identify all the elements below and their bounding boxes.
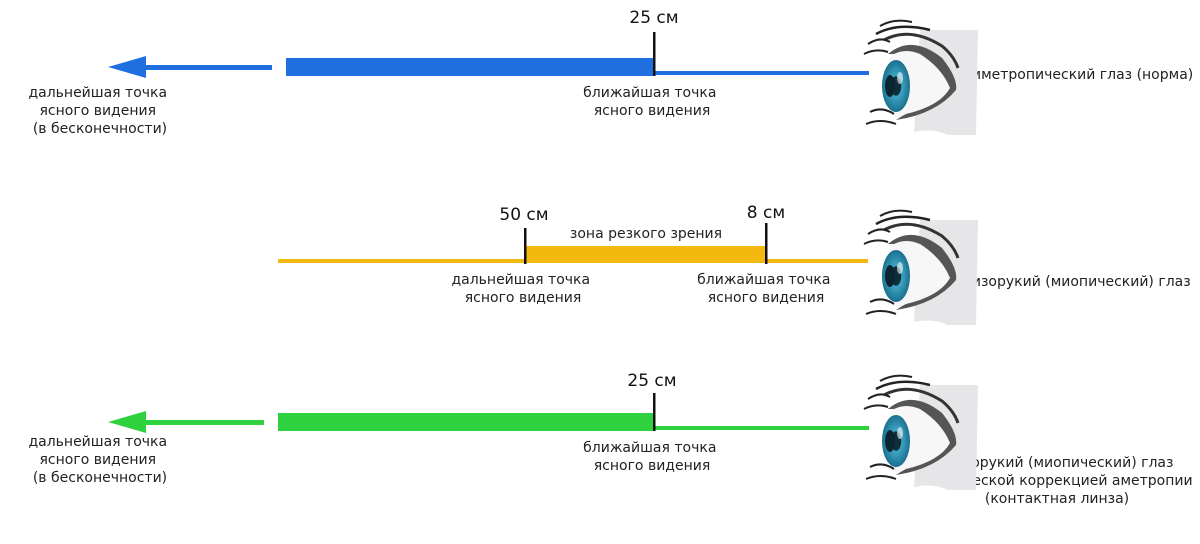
far-distance-label: 50 см [499,205,548,225]
far-point-label: дальнейшая точка ясного видения [451,272,594,306]
zone-label: зона резкого зрения [570,226,722,242]
far-point-label: дальнейшая точка ясного видения (в беско… [28,85,171,137]
row-corrected: 25 см ближайшая точка ясного видения дал… [28,371,1197,507]
thin-line [654,71,869,75]
near-distance-label: 8 см [747,203,785,223]
thick-bar [278,413,654,431]
row-emmetropic: 25 см ближайшая точка ясного видения дал… [28,8,1193,137]
tick-25cm [653,393,656,431]
thin-line-left [278,259,526,263]
eye-icon [863,19,978,135]
thick-bar [286,58,654,76]
tick-25cm [653,32,656,76]
eye-type-label: Эмметропический глаз (норма) [961,67,1194,83]
distance-label: 25 см [627,371,676,391]
arrow-left-icon [108,56,146,78]
near-point-label: ближайшая точка ясного видения [583,440,721,474]
distance-label: 25 см [629,8,678,28]
row-myopic: 50 см 8 см зона резкого зрения дальнейша… [278,203,1191,325]
zone-bar [526,246,766,263]
tick-50cm [524,228,527,264]
near-point-label: ближайшая точка ясного видения [697,272,835,306]
arrow-shaft [140,420,264,425]
eye-type-label: Близорукий (миопический) глаз с оптическ… [917,455,1197,507]
tick-8cm [765,223,768,264]
eye-type-label: Близорукий (миопический) глаз [953,274,1190,290]
far-point-label: дальнейшая точка ясного видения (в беско… [28,434,171,486]
thin-line [654,426,869,430]
arrow-left-icon [108,411,146,433]
eye-icon [863,209,978,325]
eye-icon [863,374,978,490]
arrow-shaft [140,65,272,70]
near-point-label: ближайшая точка ясного видения [583,85,721,119]
thin-line-right [766,259,868,263]
